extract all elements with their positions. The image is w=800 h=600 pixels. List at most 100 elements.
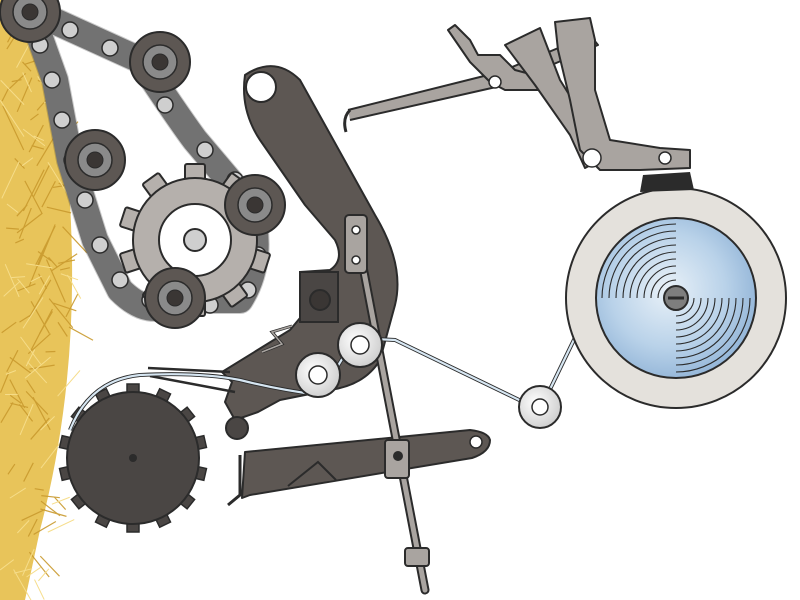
hay-strand [1,87,10,102]
spool-twine-arc [657,279,677,299]
chain-pin [91,236,109,254]
hay-strand [5,370,17,375]
hay-strand [24,356,51,379]
hay-strand [30,417,50,440]
lower-cutter-bar [227,429,491,507]
spool-twine-arc [643,265,677,299]
hay-strand [21,508,46,522]
spool-twine-arc [675,297,695,317]
chain-pin [111,271,129,289]
twine-spool [565,187,787,409]
upper-feed-linkage [343,17,694,192]
hay-strand [6,227,19,230]
hay-strand [41,180,56,208]
hay-strand [19,313,33,323]
chain-rollers [0,0,286,329]
hay-strand [45,259,66,303]
hay-strand [48,256,58,268]
hay-strand [25,390,49,415]
hay-strand [17,278,30,294]
hay-strand [4,263,20,298]
hay-strand [36,134,56,167]
hay-strand [27,333,51,355]
spool-twine-arc [622,244,677,299]
hay-strand [67,274,82,299]
hay-strand [20,336,42,365]
hay-strand [34,579,45,600]
hay-strand [24,180,43,215]
hay-strand [25,349,36,367]
hay-strand [37,224,56,267]
hay-strand [41,495,60,499]
hay-strand [13,569,32,600]
spool-twine-arc [636,258,677,299]
hay-strand [38,275,51,295]
chain-pin [76,191,94,209]
hay-strand [40,441,62,469]
hay-strand [33,521,57,535]
hay-strand [26,566,42,578]
guide-pulley-upper [337,322,383,368]
hay-strand [27,361,48,384]
hay-strand [60,267,70,271]
spool-twine-arc [615,237,677,299]
hay-strand [68,326,94,341]
hay-strand [9,356,32,374]
pickup-reel [58,383,208,533]
hay-strand [15,238,25,244]
arm-bolt [309,289,331,311]
chain-pin [53,111,71,129]
hay-strand [0,402,14,424]
hay-strand [9,394,22,404]
spool-twine-arc [675,297,702,324]
hay-strand [38,568,50,582]
hay-strand [16,212,43,234]
spool-brake-pad [640,172,694,192]
chain-roller [129,31,191,93]
spool-twine-arc [675,297,709,331]
hay-strand [51,496,70,505]
chain-pin [156,96,174,114]
hay-strand [54,496,67,510]
hay-strand [27,518,38,537]
hay-strand [10,402,29,409]
hay-strand [58,259,76,264]
hay-strand [31,145,45,150]
chain-roller [144,267,206,329]
hay-strand [65,293,79,318]
twine-guide-wires [147,366,236,394]
hay-strand [19,404,34,436]
hay-strand [33,165,50,197]
hay-strand [7,463,16,475]
hay-strand [47,519,75,533]
chain-pin [61,21,79,39]
spool-twine-arc [650,272,677,299]
hay-strand [39,555,60,577]
chain-pin [196,141,214,159]
hay-strand [0,79,25,105]
hay-strand [40,508,67,517]
arm-pivot-hole [245,71,277,103]
hay-strand [38,311,53,335]
hay-strand [16,77,33,113]
hay-strand [18,207,32,239]
hay-strand [14,158,25,169]
chain-roller [64,129,126,191]
hay-strand [37,251,52,262]
hay-strand [22,128,46,147]
chain-pin [101,39,119,57]
hay-strand [38,273,48,290]
guide-pulleys [295,322,383,398]
hay-strand [28,279,52,318]
hay-strand [28,245,46,288]
hay-strand [26,379,36,394]
hay-strand [3,280,21,297]
hay-strand [22,548,35,576]
spool-twine-arc [675,297,751,373]
hay-strand [17,283,36,292]
hay-strand [30,113,39,121]
guide-pulley-lower [295,352,341,398]
hay-strand [34,488,44,491]
hay-strand [18,404,34,422]
